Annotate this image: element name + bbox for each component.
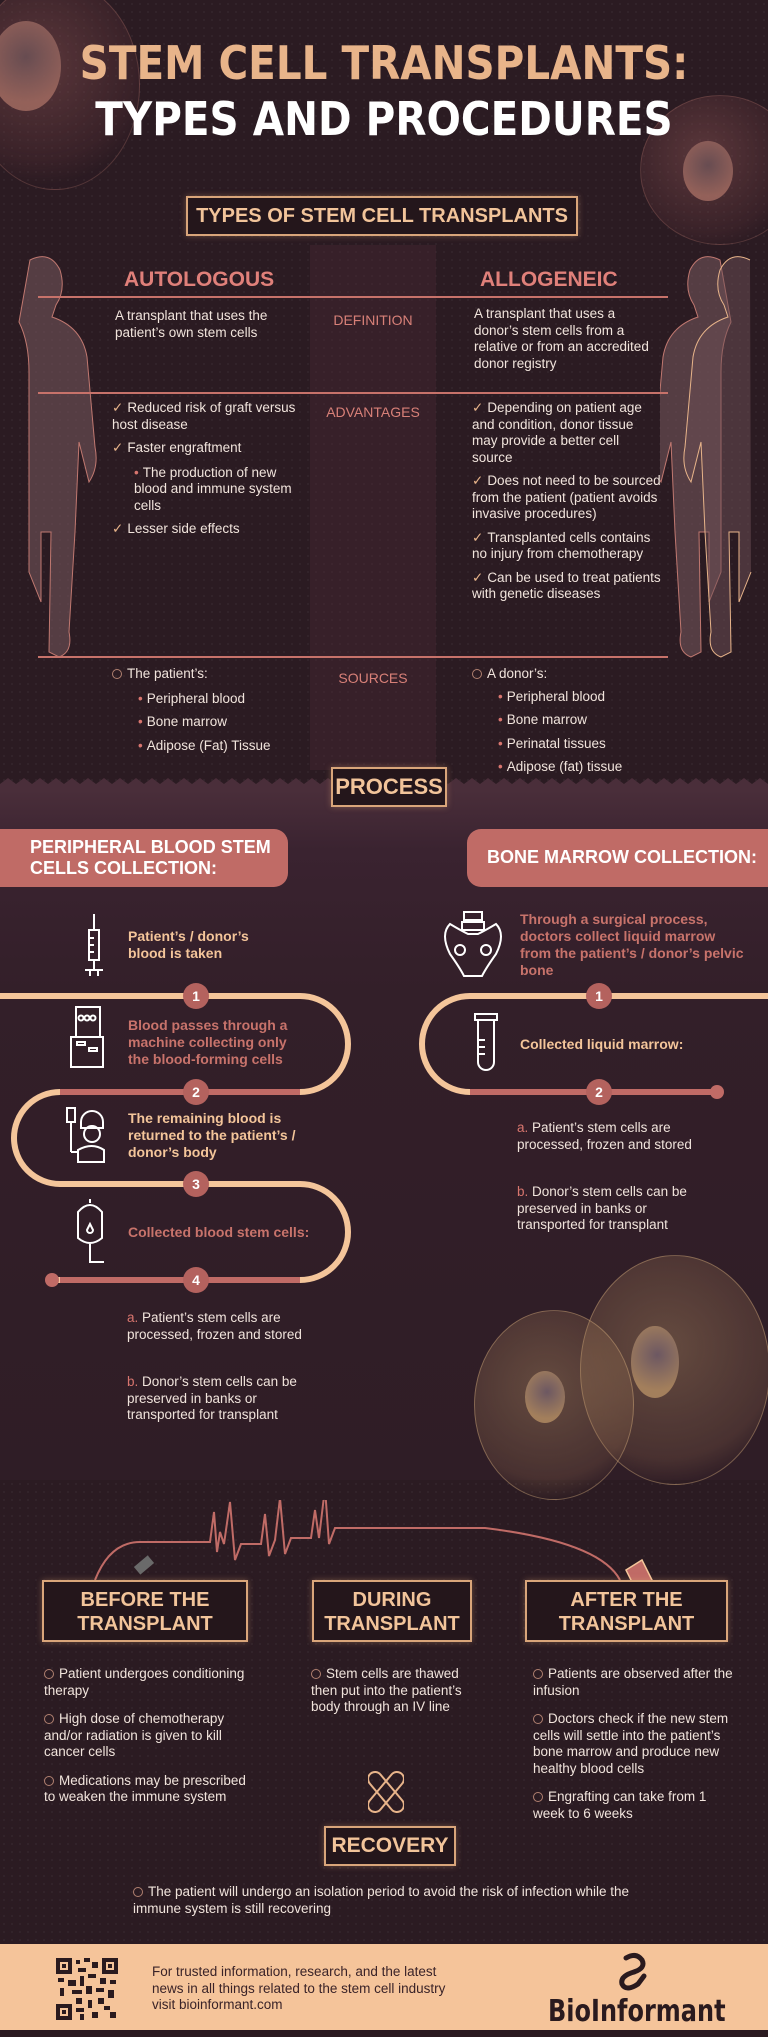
process-heading: PROCESS xyxy=(331,767,447,807)
pelvis-icon xyxy=(444,911,502,977)
advantage-item: ✓Faster engraftment •The production of n… xyxy=(112,440,292,513)
ring-bullet-icon xyxy=(44,1775,54,1786)
divider xyxy=(38,392,668,394)
check-icon: ✓ xyxy=(472,473,484,488)
recovery-text: The patient will undergo an isolation pe… xyxy=(133,1884,630,1916)
bullet-icon: • xyxy=(498,735,503,751)
cell-decoration-small xyxy=(474,1310,634,1500)
step-text: Through a surgical process, doctors coll… xyxy=(520,911,744,978)
autologous-definition: A transplant that uses the patient’s own… xyxy=(115,308,268,340)
check-icon: ✓ xyxy=(472,569,484,585)
bioinformant-logo-icon xyxy=(619,1952,647,1991)
step-number: 1 xyxy=(586,983,612,1009)
step-number: 2 xyxy=(183,1079,209,1105)
ring-bullet-icon xyxy=(133,1887,143,1897)
cell-decoration-top-left xyxy=(0,0,140,190)
bone-marrow-outcome-a: a. Patient’s stem cells are processed, f… xyxy=(517,1120,692,1152)
title-line-2: TYPES AND PROCEDURES xyxy=(95,92,673,146)
ring-bullet-icon xyxy=(44,1714,54,1724)
step-text: Collected liquid marrow: xyxy=(520,1036,684,1052)
allogeneic-sources: A donor’s: •Peripheral blood •Bone marro… xyxy=(472,666,662,783)
ring-bullet-icon xyxy=(533,1792,543,1802)
apheresis-machine-icon xyxy=(70,1006,104,1068)
step-text: The remaining blood is returned to the p… xyxy=(128,1110,296,1160)
human-figure-left-icon xyxy=(18,256,97,658)
before-transplant-heading: BEFORE THE TRANSPLANT xyxy=(42,1580,248,1642)
bullet-icon: • xyxy=(498,712,503,727)
during-transplant-list: Stem cells are thawed then put into the … xyxy=(311,1666,462,1714)
step-number: 3 xyxy=(183,1171,209,1197)
step-text: Patient’s / donor’s blood is taken xyxy=(128,928,249,961)
ring-bullet-icon xyxy=(311,1669,321,1679)
bone-marrow-outcome-b: b. Donor’s stem cells can be preserved i… xyxy=(517,1184,687,1232)
heartbeat-timeline xyxy=(94,1500,653,1590)
ring-bullet-icon xyxy=(472,669,482,679)
tape-icon xyxy=(133,1555,155,1575)
peripheral-outcome-b: b. Donor’s stem cells can be preserved i… xyxy=(127,1374,297,1422)
advantages-label: ADVANTAGES xyxy=(326,404,420,420)
ring-bullet-icon xyxy=(533,1714,543,1724)
peripheral-blood-title: PERIPHERAL BLOOD STEM CELLS COLLECTION: xyxy=(0,829,288,887)
bone-marrow-title: BONE MARROW COLLECTION: xyxy=(467,829,768,887)
after-transplant-heading: AFTER THE TRANSPLANT xyxy=(525,1580,728,1642)
advantage-item: ✓Lesser side effects xyxy=(112,521,240,536)
brand-logo-text[interactable]: BioInformant xyxy=(548,1994,726,2029)
advantage-item: ✓Can be used to treat patients with gene… xyxy=(472,569,661,602)
patient-iv-icon xyxy=(66,1107,105,1163)
bullet-icon: • xyxy=(138,690,143,706)
during-transplant-heading: DURING TRANSPLANT xyxy=(312,1580,472,1642)
advantage-item: ✓Transplanted cells contains no injury f… xyxy=(472,529,651,562)
syringe-icon xyxy=(85,914,103,976)
types-heading: TYPES OF STEM CELL TRANSPLANTS xyxy=(186,196,578,236)
step-number: 2 xyxy=(586,1079,612,1105)
ring-bullet-icon xyxy=(44,1669,54,1679)
bandage-icon xyxy=(368,1770,404,1814)
check-icon: ✓ xyxy=(112,440,124,455)
advantage-item: ✓Reduced risk of graft versus host disea… xyxy=(112,400,296,432)
divider xyxy=(38,296,668,298)
sources-label: SOURCES xyxy=(338,670,408,686)
autologous-heading: AUTOLOGOUS xyxy=(124,268,275,291)
divider xyxy=(38,656,668,658)
test-tube-icon xyxy=(474,1013,498,1071)
row-label-column xyxy=(310,245,436,770)
bullet-icon: • xyxy=(498,759,503,774)
allogeneic-definition: A transplant that uses a donor’s stem ce… xyxy=(474,306,649,371)
ring-bullet-icon xyxy=(533,1669,543,1679)
autologous-sources: The patient’s: •Peripheral blood •Bone m… xyxy=(112,666,302,761)
check-icon: ✓ xyxy=(112,400,124,415)
step-text: Blood passes through a machine collectin… xyxy=(128,1017,288,1067)
bullet-icon: • xyxy=(498,688,503,704)
ring-bullet-icon xyxy=(112,669,122,679)
after-transplant-list: Patients are observed after the infusion… xyxy=(533,1666,733,1821)
blood-bag-icon xyxy=(77,1199,104,1263)
advantage-item: ✓Depending on patient age and condition,… xyxy=(472,400,642,465)
footer: For trusted information, research, and t… xyxy=(0,1944,768,2030)
advantage-item: ✓Does not need to be sourced from the pa… xyxy=(472,473,661,521)
check-icon: ✓ xyxy=(472,400,484,415)
bullet-icon: • xyxy=(134,464,139,480)
definition-label: DEFINITION xyxy=(333,312,413,328)
check-icon: ✓ xyxy=(472,529,484,545)
allogeneic-advantages-list: ✓Depending on patient age and condition,… xyxy=(472,400,662,610)
bottom-strip xyxy=(0,2030,768,2037)
human-figures-right-icon xyxy=(660,256,752,658)
autologous-advantages-list: ✓Reduced risk of graft versus host disea… xyxy=(112,400,302,545)
step-number: 1 xyxy=(183,983,209,1009)
check-icon: ✓ xyxy=(112,521,124,536)
peripheral-outcome-a: a. Patient’s stem cells are processed, f… xyxy=(127,1310,302,1342)
step-number: 4 xyxy=(183,1267,209,1293)
bullet-icon: • xyxy=(138,737,143,753)
title-line-1: STEM CELL TRANSPLANTS: xyxy=(79,36,689,90)
step-text: Collected blood stem cells: xyxy=(128,1224,310,1240)
qr-code-icon[interactable] xyxy=(56,1958,118,2020)
before-transplant-list: Patient undergoes conditioning therapy H… xyxy=(44,1666,246,1804)
allogeneic-heading: ALLOGENEIC xyxy=(480,268,618,291)
bullet-icon: • xyxy=(138,714,143,729)
recovery-heading: RECOVERY xyxy=(324,1826,456,1866)
footer-text: For trusted information, research, and t… xyxy=(152,1964,446,2012)
